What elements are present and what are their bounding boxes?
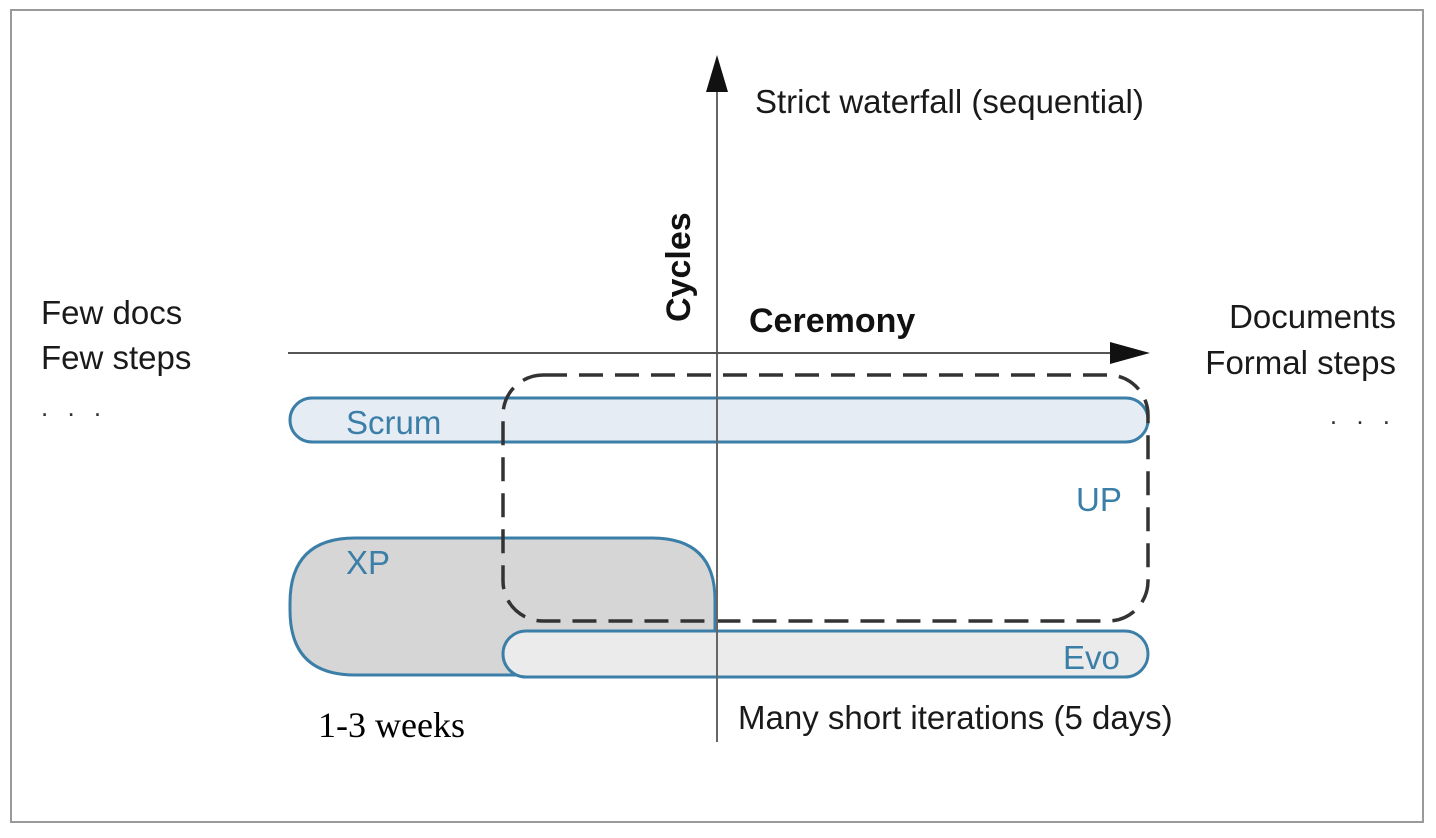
evo-label: Evo bbox=[1063, 639, 1120, 676]
xp-label: XP bbox=[346, 544, 390, 581]
strict-waterfall-label: Strict waterfall (sequential) bbox=[755, 83, 1144, 120]
few-steps-label: Few steps bbox=[41, 339, 191, 376]
up-label: UP bbox=[1076, 481, 1122, 518]
diagram-frame bbox=[10, 9, 1424, 823]
up-region bbox=[501, 373, 1150, 623]
documents-label: Documents bbox=[1229, 298, 1396, 335]
evo-region bbox=[501, 629, 1150, 679]
left-ellipsis: . . . bbox=[41, 392, 107, 422]
scrum-label: Scrum bbox=[346, 404, 441, 441]
ceremony-axis-title: Ceremony bbox=[749, 302, 915, 340]
cycles-axis-title: Cycles bbox=[660, 212, 698, 322]
right-ellipsis: . . . bbox=[1330, 400, 1396, 430]
cycles-axis-arrow-icon bbox=[706, 55, 728, 92]
formal-steps-label: Formal steps bbox=[1205, 344, 1396, 381]
few-docs-label: Few docs bbox=[41, 294, 182, 331]
duration-annotation: 1-3 weeks bbox=[318, 705, 465, 745]
short-iterations-label: Many short iterations (5 days) bbox=[738, 699, 1173, 736]
ceremony-axis-arrow-icon bbox=[1110, 342, 1150, 364]
